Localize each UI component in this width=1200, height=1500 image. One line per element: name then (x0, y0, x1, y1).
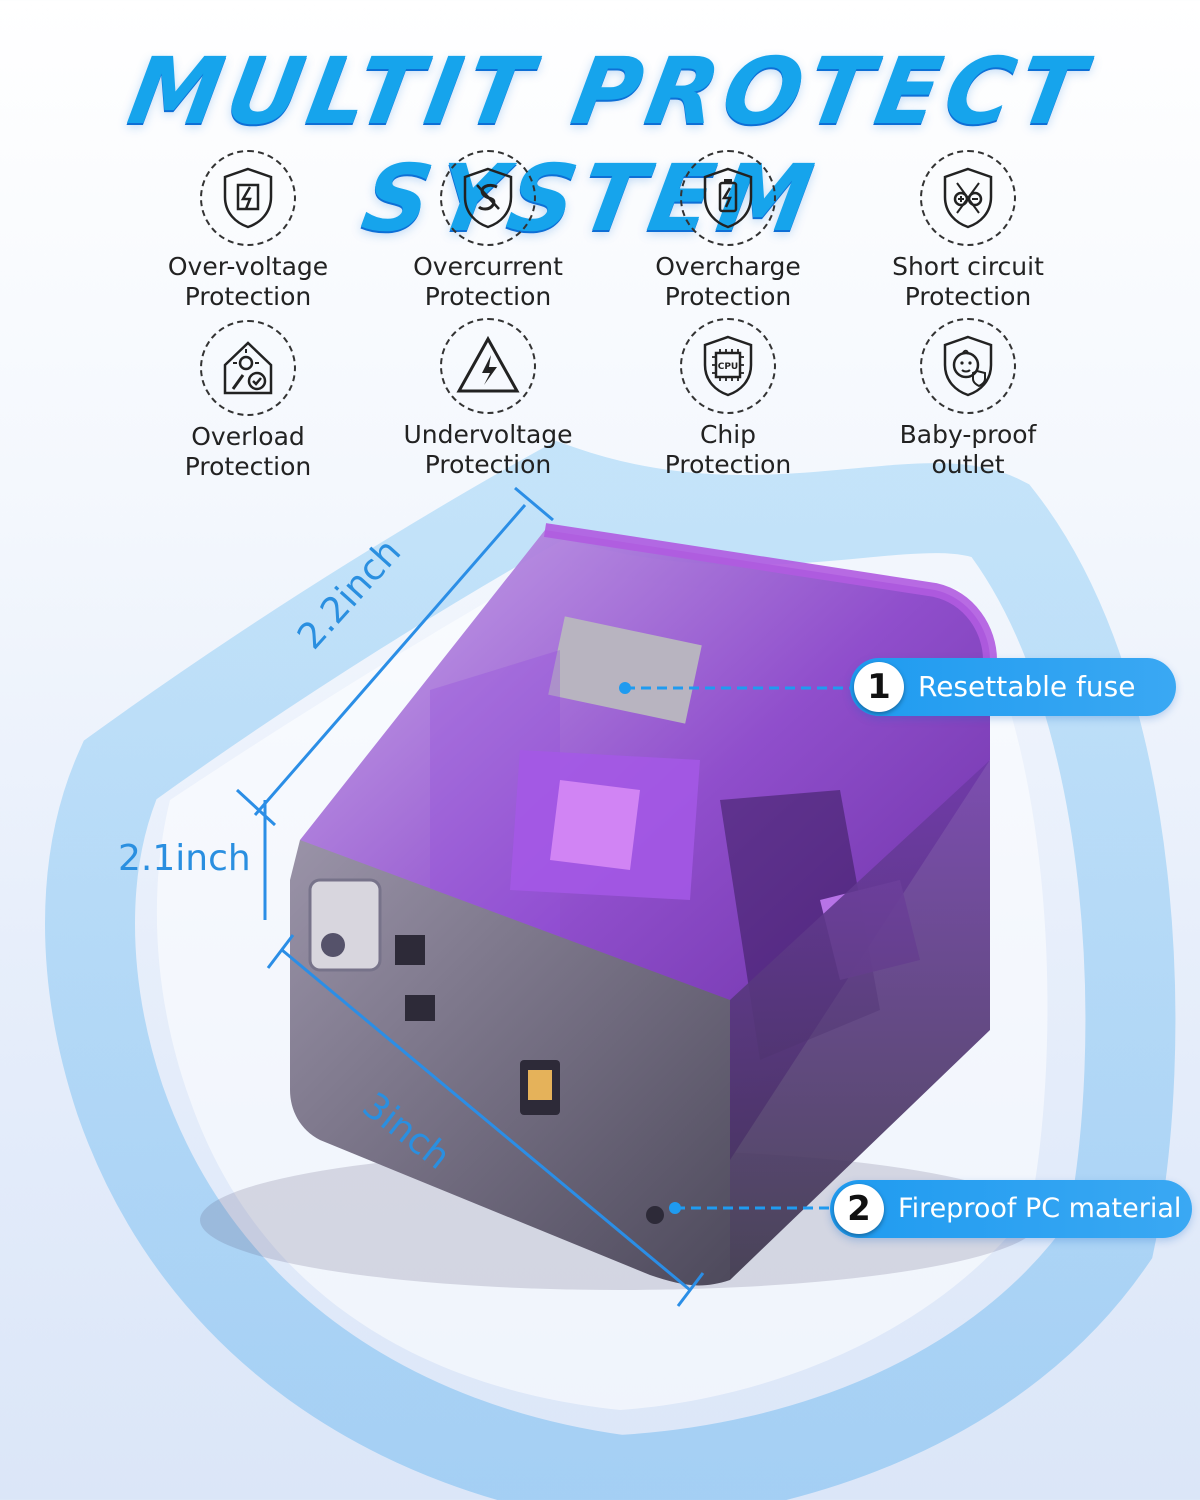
feature-label: Overload Protection (184, 422, 312, 481)
feature-label: Over-voltage Protection (167, 252, 329, 311)
feature-label: Short circuit Protection (892, 252, 1044, 311)
chip-text: CPU (718, 362, 739, 372)
cpu-chip-icon: CPU (680, 318, 776, 414)
over-voltage-icon (200, 150, 296, 246)
callout-resettable-fuse: 1 Resettable fuse (850, 658, 1176, 716)
callout-text: Resettable fuse (918, 670, 1136, 703)
feature-label: Undervoltage Protection (403, 420, 573, 479)
feature-undervoltage: Undervoltage Protection (368, 318, 608, 480)
feature-over-voltage: Over-voltage Protection (128, 150, 368, 312)
feature-baby-proof: Baby-proof outlet (848, 318, 1088, 480)
socket-slot (308, 878, 382, 972)
overcharge-battery-icon (680, 150, 776, 246)
callout-fireproof-material: 2 Fireproof PC material (830, 1180, 1192, 1238)
feature-label: Overcurrent Protection (413, 252, 563, 311)
callout-text: Fireproof PC material (898, 1193, 1182, 1224)
feature-overload: Overload Protection (128, 320, 368, 482)
baby-face-icon (920, 318, 1016, 414)
undervoltage-warning-icon (440, 318, 536, 414)
short-circuit-icon (920, 150, 1016, 246)
feature-overcharge: Overcharge Protection (608, 150, 848, 312)
callout-number: 1 (854, 662, 904, 712)
feature-label: Overcharge Protection (655, 252, 801, 311)
device-side-face (730, 760, 990, 1280)
feature-label: Chip Protection (664, 420, 792, 479)
feature-label: Baby-proof outlet (899, 420, 1037, 479)
dimension-lines (235, 486, 705, 1307)
overcurrent-icon (440, 150, 536, 246)
callout-number: 2 (834, 1184, 884, 1234)
feature-chip: CPU Chip Protection (608, 318, 848, 480)
dimension-height: 2.1inch (118, 838, 251, 879)
feature-short-circuit: Short circuit Protection (848, 150, 1088, 312)
overload-icon (200, 320, 296, 416)
fuse-component (548, 616, 702, 724)
feature-overcurrent: Overcurrent Protection (368, 150, 608, 312)
